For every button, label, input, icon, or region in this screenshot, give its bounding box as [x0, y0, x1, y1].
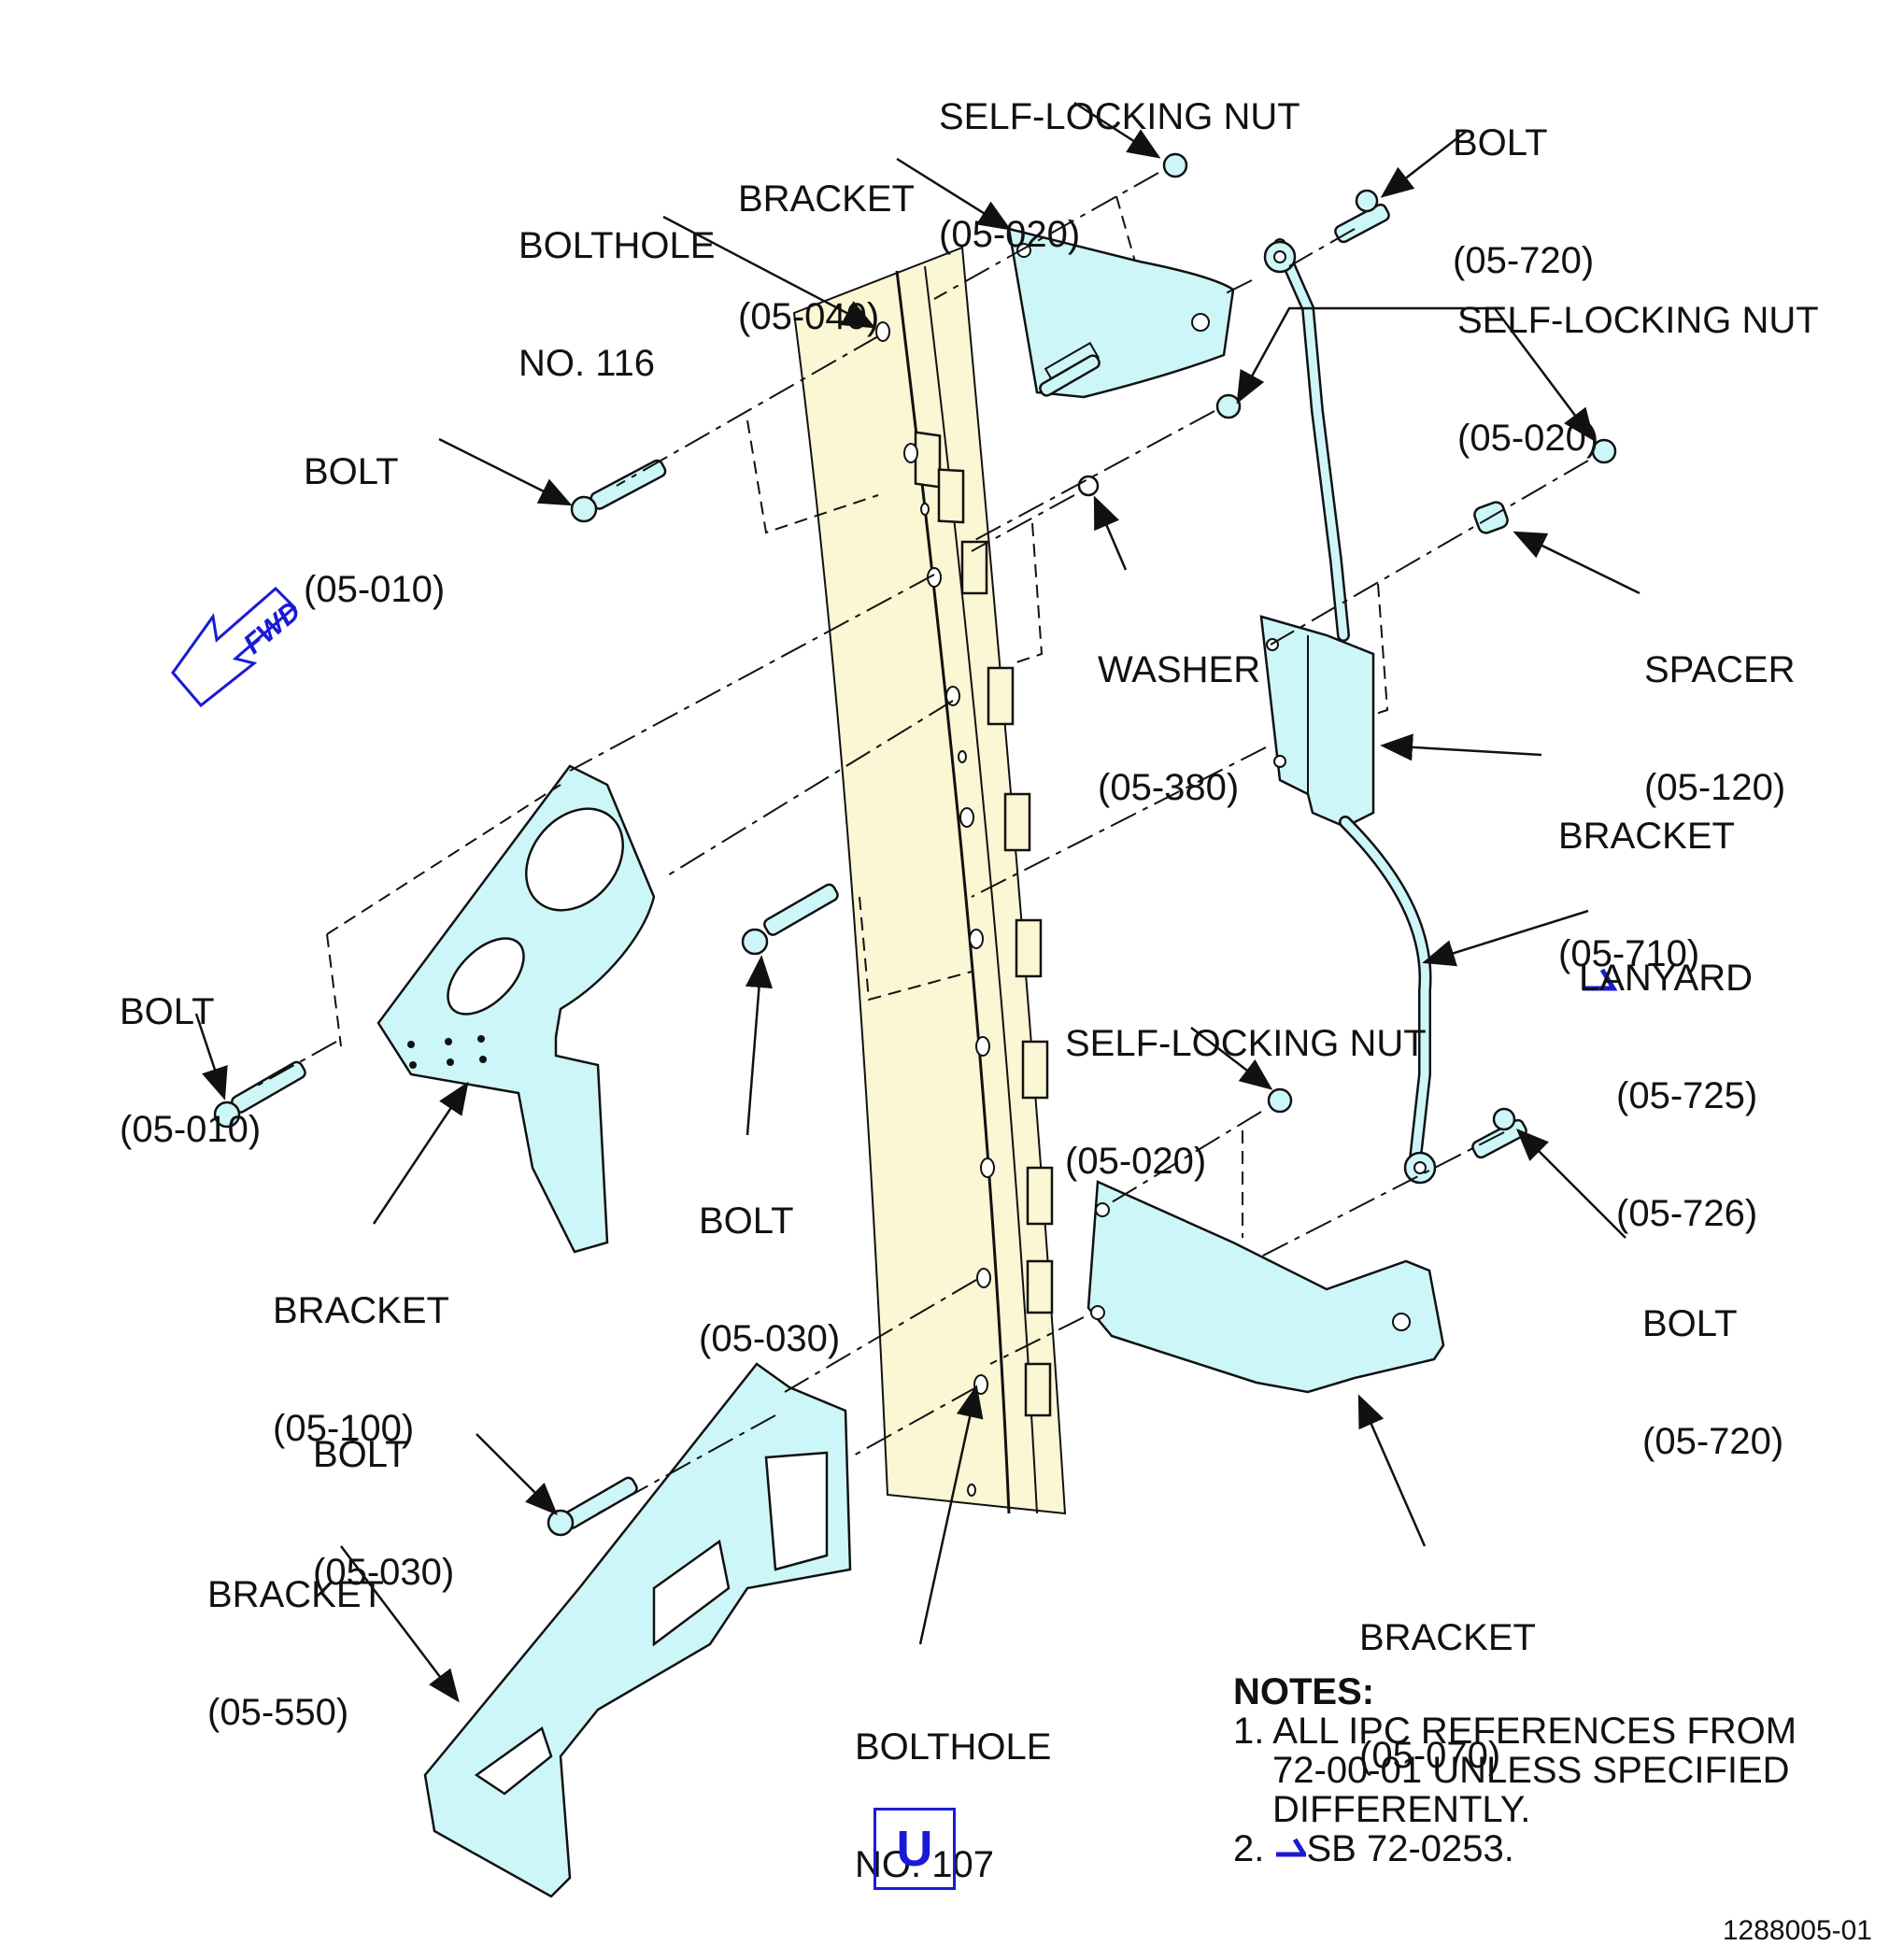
label-bolt-720-top: BOLT (05-720): [1453, 122, 1595, 281]
note-1-line-a: 1. ALL IPC REFERENCES FROM: [1233, 1711, 1797, 1752]
note-2-text: SB 72-0253.: [1306, 1828, 1514, 1869]
effectivity-flag-icon: [1583, 968, 1618, 991]
label-bracket-550: BRACKET (05-550): [207, 1574, 384, 1733]
lanyard-cable-fill: [1275, 240, 1430, 1163]
frame-holes: [875, 321, 995, 1497]
label-washer: WASHER (05-380): [1098, 649, 1261, 808]
bracket-05-070: [1087, 1180, 1445, 1394]
label-bracket-710: BRACKET (05-710): [1558, 816, 1735, 974]
bolt-heads: [213, 189, 1516, 1537]
view-label-u: U: [873, 1808, 956, 1890]
washer-shape: [1077, 475, 1100, 497]
label-bracket-070: BRACKET (05-070): [1359, 1617, 1536, 1776]
note-1-line-b: 72-00-01 UNLESS SPECIFIED: [1272, 1750, 1790, 1791]
label-bolthole-116: BOLTHOLE NO. 116: [518, 225, 716, 384]
figure-number: 1288005-01: [1722, 1915, 1872, 1946]
label-spacer: SPACER (05-120): [1644, 649, 1796, 808]
bracket-05-100-holes: [407, 1035, 487, 1069]
bolt-shapes: [231, 203, 1527, 1529]
dashed-lines: [326, 195, 1389, 1238]
bracket-05-550: [423, 1362, 852, 1898]
note-2-number: 2.: [1233, 1828, 1265, 1869]
nut-shapes: [1162, 152, 1617, 1114]
bracket-05-710: [1259, 615, 1375, 829]
label-lanyard: LANYARD (05-725) (05-726): [1579, 958, 1758, 1234]
notes-title: NOTES:: [1233, 1671, 1375, 1712]
leader-arrows: [194, 101, 1640, 1703]
bracket-05-040: [1007, 227, 1235, 399]
label-bolt-030-mid: BOLT (05-030): [699, 1200, 841, 1359]
effectivity-flag-icon: [1274, 1839, 1307, 1860]
label-bracket-100: BRACKET (05-100): [273, 1290, 449, 1449]
label-bolt-010-lower: BOLT (05-010): [120, 991, 262, 1150]
label-bolt-030-low: BOLT (05-030): [313, 1434, 455, 1593]
note-1-line-c: DIFFERENTLY.: [1272, 1789, 1531, 1830]
label-bolt-010-upper: BOLT (05-010): [304, 451, 446, 610]
notes-block: NOTES: 1. ALL IPC REFERENCES FROM 72-00-…: [1233, 1672, 1831, 1868]
label-nut-mid: SELF-LOCKING NUT (05-020): [1065, 1023, 1427, 1182]
label-nut-right: SELF-LOCKING NUT (05-020): [1457, 300, 1819, 459]
label-bolthole-107: BOLTHOLE NO. 107: [855, 1726, 1052, 1885]
fwd-arrow-icon: FWD: [171, 586, 306, 708]
fuselage-frame: [792, 246, 1067, 1515]
center-lines: [251, 172, 1589, 1514]
label-bracket-040: BRACKET (05-040): [738, 178, 915, 337]
frame-flange-line-2: [924, 265, 1038, 1514]
note-2: 2. SB 72-0253.: [1233, 1829, 1831, 1868]
label-nut-top: SELF-LOCKING NUT (05-020): [939, 96, 1300, 255]
label-bolt-720-low: BOLT (05-720): [1642, 1303, 1784, 1462]
